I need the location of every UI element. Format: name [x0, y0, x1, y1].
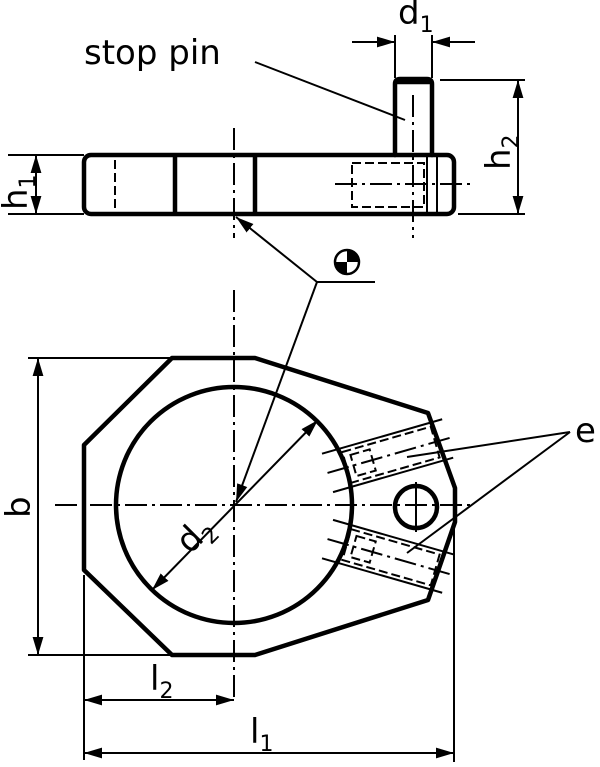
dimension-d2: d2 [151, 419, 319, 591]
ring-outline [81, 355, 458, 658]
svg-text:l1: l1 [250, 712, 273, 757]
svg-text:l2: l2 [150, 659, 173, 704]
threaded-hole-upper [321, 418, 454, 494]
svg-text:h1: h1 [0, 174, 41, 210]
plan-view [55, 290, 470, 700]
l1-sub: 1 [259, 732, 273, 757]
l2-sub: 2 [159, 679, 173, 704]
dimension-l2: l2 [83, 575, 234, 760]
d1-sub: 1 [420, 13, 434, 38]
datum-target-icon [333, 248, 361, 276]
threaded-hole-lower [321, 518, 454, 594]
h1-sub: 1 [16, 174, 41, 188]
l1-label: l [250, 712, 259, 752]
svg-text:d2: d2 [168, 508, 225, 565]
stop-pin-callout: stop pin [84, 33, 406, 121]
side-view [81, 76, 475, 238]
dimension-b: b [0, 357, 172, 656]
dimension-h2: h2 [440, 79, 525, 215]
h2-sub: 2 [499, 134, 524, 148]
dimension-h1: h1 [0, 154, 84, 215]
svg-text:d1: d1 [398, 0, 434, 38]
h2-label: h [479, 148, 519, 170]
dimension-d1: d1 [352, 0, 475, 78]
callout-e: e [406, 411, 596, 554]
h1-label: h [0, 188, 36, 210]
l2-label: l [150, 659, 159, 699]
d1-label: d [398, 0, 420, 33]
b-label: b [0, 496, 39, 518]
stop-pin-label: stop pin [84, 33, 221, 73]
dimension-l1: l1 [84, 525, 455, 762]
svg-text:h2: h2 [479, 134, 524, 170]
e-label: e [575, 411, 596, 451]
